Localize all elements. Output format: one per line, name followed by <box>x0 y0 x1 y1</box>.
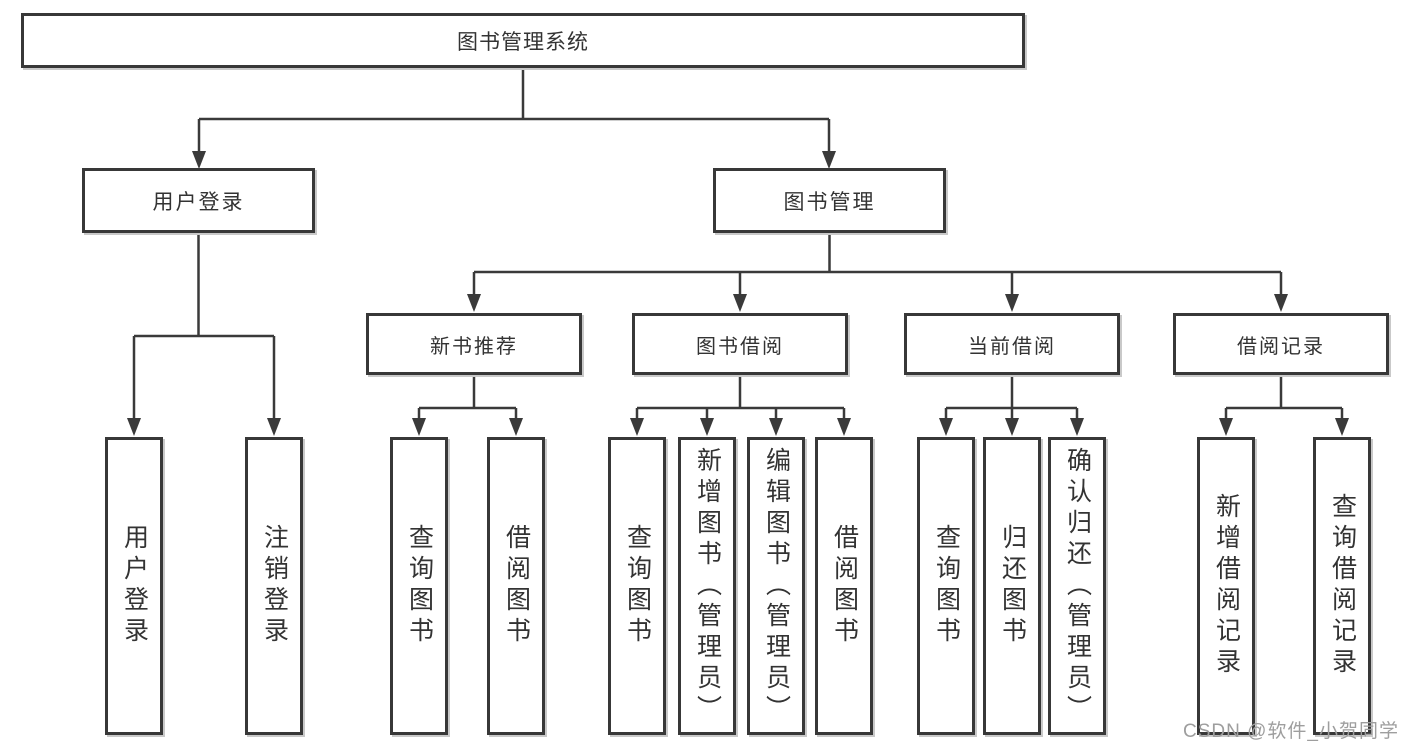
node-label: 新增图书（管理员） <box>693 446 722 726</box>
node-label: 新增借阅记录 <box>1212 493 1241 679</box>
node-leaf-borrow-books-recommend: 借阅图书 <box>487 437 545 735</box>
node-borrow-records: 借阅记录 <box>1173 313 1389 375</box>
watermark: CSDN @软件_小贺同学 <box>1183 721 1399 742</box>
node-book-management-branch: 图书管理 <box>713 168 946 233</box>
node-current-borrow: 当前借阅 <box>904 313 1120 375</box>
node-label: 图书借阅 <box>696 335 784 358</box>
node-label: 查询借阅记录 <box>1328 493 1357 679</box>
node-leaf-query-borrow-record: 查询借阅记录 <box>1313 437 1371 735</box>
node-book-borrow: 图书借阅 <box>632 313 848 375</box>
node-label: 当前借阅 <box>968 335 1056 358</box>
node-user-login-branch: 用户登录 <box>82 168 315 233</box>
node-label: 图书管理 <box>783 190 876 214</box>
node-leaf-add-books-admin: 新增图书（管理员） <box>678 437 736 735</box>
node-label: 借阅图书 <box>502 524 531 648</box>
node-leaf-return-books: 归还图书 <box>983 437 1041 735</box>
node-leaf-edit-books-admin: 编辑图书（管理员） <box>747 437 805 735</box>
node-label: 用户登录 <box>120 524 149 648</box>
node-label: 图书管理系统 <box>457 30 589 54</box>
node-leaf-add-borrow-record: 新增借阅记录 <box>1197 437 1255 735</box>
node-label: 查询图书 <box>932 524 961 648</box>
node-label: 确认归还（管理员） <box>1063 446 1092 726</box>
node-library-management-system: 图书管理系统 <box>21 13 1025 68</box>
node-label: 查询图书 <box>405 524 434 648</box>
node-leaf-logout: 注销登录 <box>245 437 303 735</box>
node-leaf-query-books-current: 查询图书 <box>917 437 975 735</box>
node-label: 编辑图书（管理员） <box>762 446 791 726</box>
node-label: 用户登录 <box>152 190 245 214</box>
node-label: 借阅图书 <box>830 524 859 648</box>
node-label: 归还图书 <box>998 524 1027 648</box>
node-leaf-borrow-books: 借阅图书 <box>815 437 873 735</box>
node-label: 查询图书 <box>623 524 652 648</box>
node-label: 借阅记录 <box>1237 335 1325 358</box>
node-label: 新书推荐 <box>430 335 518 358</box>
node-leaf-user-login: 用户登录 <box>105 437 163 735</box>
node-leaf-confirm-return-admin: 确认归还（管理员） <box>1048 437 1106 735</box>
node-label: 注销登录 <box>260 524 289 648</box>
node-leaf-query-books-recommend: 查询图书 <box>390 437 448 735</box>
node-new-book-recommend: 新书推荐 <box>366 313 582 375</box>
node-leaf-query-books-borrow: 查询图书 <box>608 437 666 735</box>
